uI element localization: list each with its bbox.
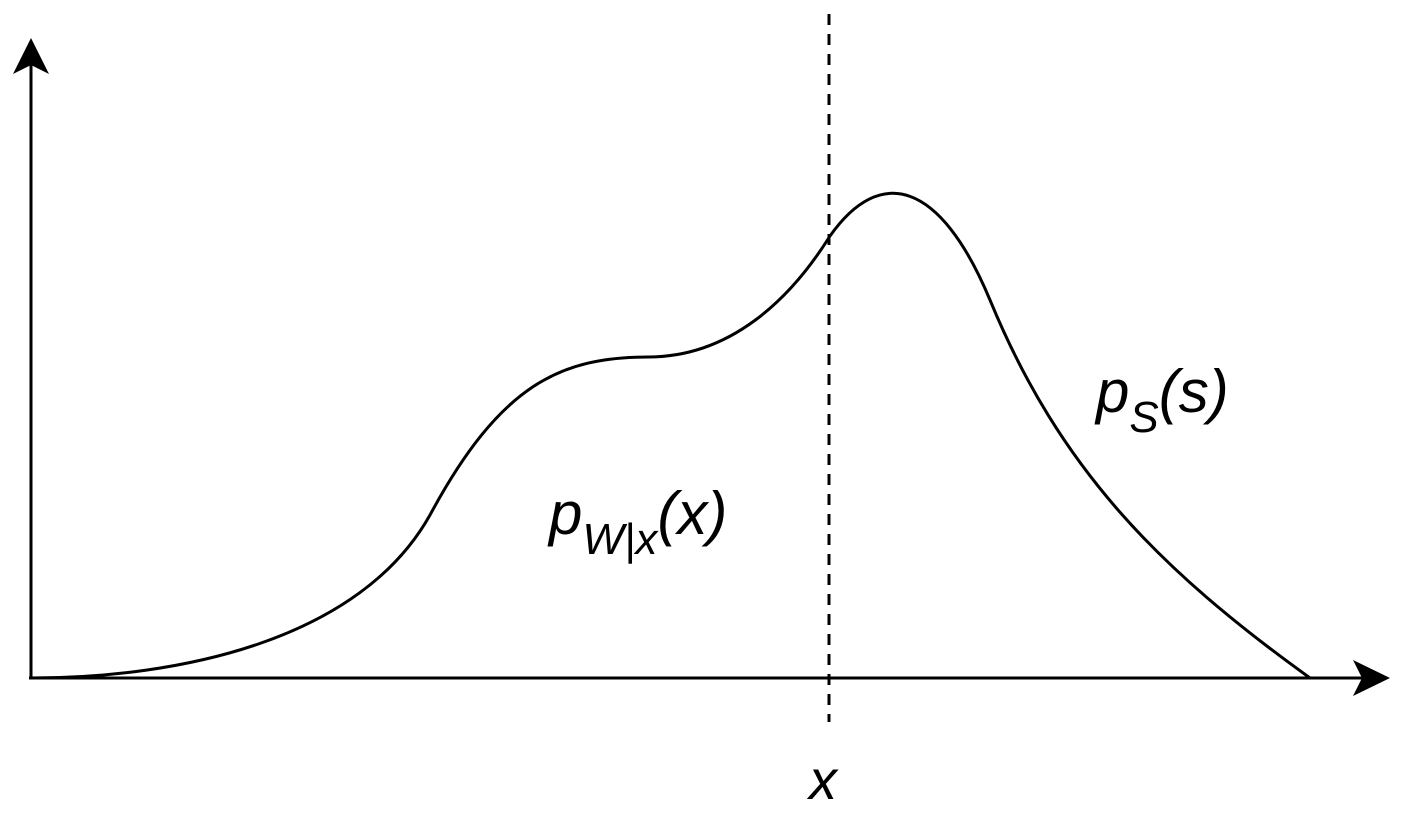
density-w-subscript: W|x bbox=[582, 515, 658, 564]
y-axis-arrowhead bbox=[13, 38, 49, 74]
density-s-argument: (s) bbox=[1158, 358, 1229, 425]
density-s-main: p bbox=[1096, 358, 1130, 425]
density-w-main: p bbox=[549, 480, 583, 547]
density-curve bbox=[29, 191, 1312, 680]
density-w-label: pW|x(x) bbox=[549, 484, 727, 562]
density-s-label: pS(s) bbox=[1096, 362, 1229, 440]
density-w-argument: (x) bbox=[657, 480, 728, 547]
density-s-subscript: S bbox=[1129, 393, 1159, 442]
x-axis-arrowhead bbox=[1353, 660, 1390, 696]
threshold-label: x bbox=[809, 748, 837, 811]
